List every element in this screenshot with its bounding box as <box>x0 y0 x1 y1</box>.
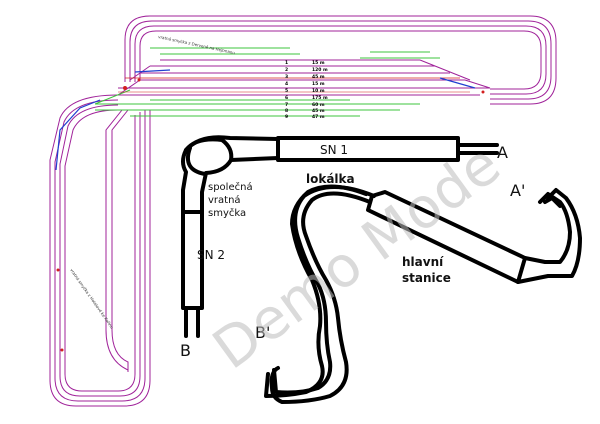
lokalka-line <box>264 184 376 404</box>
svg-text:4: 4 <box>285 81 288 87</box>
sketch-labels: A A' B B' SN 1 SN 2 společná vratná smyč… <box>180 143 525 360</box>
top-loop-note: vratná smyčka z Derveně na Hejtmanu <box>158 34 236 55</box>
label-a-prime: A' <box>510 181 525 200</box>
main-station-block <box>366 188 582 284</box>
schematic-sketch <box>181 135 582 404</box>
svg-text:8: 8 <box>285 108 288 114</box>
label-lokalka: lokálka <box>306 172 355 186</box>
svg-text:10 m: 10 m <box>312 88 325 94</box>
label-loop-2: vratná <box>208 194 241 206</box>
label-a: A <box>497 143 508 162</box>
common-loop <box>181 135 280 214</box>
label-loop-1: společná <box>208 181 253 193</box>
track-length-labels: 15 m 120 m 45 m 15 m 10 m 175 m 60 m 45 … <box>285 60 328 120</box>
green-sidings <box>94 47 440 117</box>
svg-text:9: 9 <box>285 114 288 120</box>
svg-text:1: 1 <box>285 60 288 66</box>
label-b: B <box>180 341 191 360</box>
label-sn2: SN 2 <box>197 248 225 262</box>
sn1-block <box>276 136 499 162</box>
svg-text:45 m: 45 m <box>312 74 325 80</box>
signals <box>55 69 485 352</box>
left-loop-note: vratná smyčka z Hotelové ke Kořinu <box>69 268 115 330</box>
svg-text:2: 2 <box>285 67 288 73</box>
label-b-prime: B' <box>255 323 270 342</box>
top-return-loop <box>124 15 557 105</box>
svg-text:60 m: 60 m <box>312 102 325 108</box>
label-sn1: SN 1 <box>320 143 348 157</box>
svg-text:45 m: 45 m <box>312 108 325 114</box>
label-station-1: hlavní <box>402 255 444 269</box>
svg-text:7: 7 <box>285 102 288 108</box>
svg-text:3: 3 <box>285 74 288 80</box>
yard-tracks <box>117 59 491 96</box>
svg-text:47 m: 47 m <box>312 114 325 120</box>
left-return-loop <box>49 94 151 407</box>
label-loop-3: smyčka <box>208 207 246 219</box>
svg-text:120 m: 120 m <box>312 67 328 73</box>
svg-text:15 m: 15 m <box>312 60 325 66</box>
sn2-block <box>181 210 204 338</box>
svg-text:5: 5 <box>285 88 288 94</box>
svg-text:15 m: 15 m <box>312 81 325 87</box>
svg-text:175 m: 175 m <box>312 95 328 101</box>
label-station-2: stanice <box>402 271 451 285</box>
svg-text:6: 6 <box>285 95 288 101</box>
